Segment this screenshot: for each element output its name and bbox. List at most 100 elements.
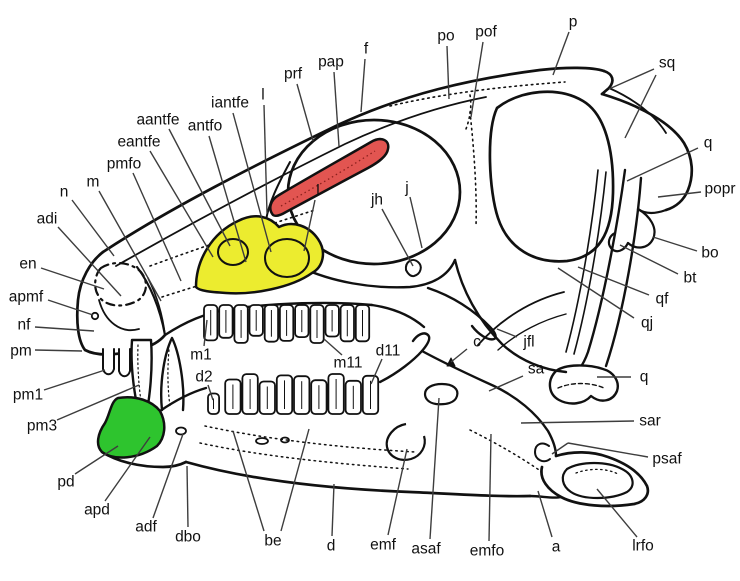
anatomy-label-a: a bbox=[552, 539, 561, 556]
leader-line-qf bbox=[577, 266, 650, 296]
jugal-to-quadrate-bar bbox=[453, 258, 568, 374]
dentary-caniniform-shading bbox=[167, 349, 171, 407]
anatomy-label-iantfe: iantfe bbox=[211, 95, 249, 112]
dentary-foramen-1 bbox=[255, 437, 269, 445]
jugal-horn bbox=[404, 259, 422, 278]
postorbital-suture bbox=[469, 111, 477, 227]
anatomy-label-c: c bbox=[473, 334, 481, 351]
anatomy-label-apmf: apmf bbox=[9, 289, 44, 306]
anatomy-label-pd: pd bbox=[57, 474, 74, 491]
anatomy-label-m: m bbox=[87, 174, 100, 191]
anatomy-label-d11: d11 bbox=[376, 343, 401, 360]
leader-line-l bbox=[303, 199, 316, 252]
anatomy-label-qj: qj bbox=[641, 315, 653, 332]
anatomy-label-en: en bbox=[19, 256, 36, 273]
dentary-texture-dotted-1 bbox=[204, 425, 416, 453]
leader-line-emfo bbox=[488, 433, 492, 542]
anatomy-label-adf: adf bbox=[135, 519, 157, 536]
leader-line-sq bbox=[608, 68, 655, 90]
anatomy-label-p: p bbox=[569, 14, 578, 31]
leader-line-bo bbox=[652, 236, 698, 252]
leader-line-m1 bbox=[203, 319, 208, 347]
angular-connect bbox=[528, 494, 563, 499]
anatomy-label-d2: d2 bbox=[195, 369, 212, 386]
lrfo-fossa bbox=[561, 461, 634, 500]
leader-line-be bbox=[232, 430, 265, 532]
angular-texture-dotted bbox=[469, 429, 543, 473]
leader-line-pm3 bbox=[56, 384, 140, 421]
leader-line-en bbox=[40, 267, 105, 290]
anatomy-label-lrfo: lrfo bbox=[632, 538, 654, 555]
anatomy-label-eantfe: eantfe bbox=[117, 134, 160, 151]
quadratojugal-strip-2 bbox=[573, 171, 607, 355]
anatomy-label-l: l bbox=[316, 183, 319, 200]
leader-line-d11 bbox=[370, 358, 383, 385]
adf-foramen bbox=[175, 426, 187, 436]
anatomy-label-emf: emf bbox=[370, 537, 397, 554]
leader-line-apd bbox=[104, 436, 151, 502]
leader-line-j bbox=[409, 196, 423, 249]
anatomy-label-antfo: antfo bbox=[188, 118, 222, 135]
leader-line-m11 bbox=[323, 338, 343, 356]
leader-line-lrfo bbox=[596, 488, 638, 538]
leader-line-adf bbox=[152, 433, 184, 519]
leader-line-iantfe bbox=[232, 112, 272, 253]
anatomy-label-pm1: pm1 bbox=[13, 387, 43, 404]
anatomy-label-m11: m11 bbox=[333, 355, 362, 372]
dentary-top-front bbox=[158, 386, 208, 413]
emf-fossa bbox=[385, 422, 426, 461]
leader-line-f bbox=[360, 58, 366, 113]
leader-line-d bbox=[331, 483, 335, 537]
dentary-caniniform bbox=[160, 336, 185, 412]
teeth-layer bbox=[203, 304, 380, 415]
lrfo-inner-dotted bbox=[575, 468, 619, 475]
leader-line-qj bbox=[557, 267, 635, 319]
jugal-under-orbit bbox=[298, 258, 457, 289]
anatomy-label-q: q bbox=[704, 135, 713, 152]
anatomy-label-nf: nf bbox=[18, 317, 32, 334]
anatomy-label-be: be bbox=[264, 533, 281, 550]
leader-line-eantfe bbox=[149, 150, 214, 258]
anatomy-label-l: l bbox=[261, 87, 264, 104]
predentary-green bbox=[96, 396, 166, 459]
maxilla-jugal-junction bbox=[370, 303, 426, 329]
leader-line-p bbox=[552, 31, 570, 76]
roof-suture-dotted bbox=[389, 81, 566, 107]
anatomy-label-pof: pof bbox=[475, 24, 497, 41]
anatomy-label-pap: pap bbox=[318, 54, 344, 71]
apmf-foramen bbox=[90, 311, 100, 321]
palpebral-red bbox=[269, 137, 390, 218]
anatomy-label-jfl: jfl bbox=[522, 334, 534, 351]
postfrontal-suture-dotted bbox=[465, 94, 472, 130]
anatomy-label-q: q bbox=[640, 369, 649, 386]
leader-line-a bbox=[537, 490, 553, 538]
premax-tooth-2 bbox=[118, 348, 131, 378]
leader-line-popr bbox=[657, 191, 702, 198]
leader-line-jfl bbox=[496, 328, 518, 338]
jugal-flange bbox=[426, 286, 497, 341]
leader-line-antfo bbox=[208, 135, 247, 263]
dentary-foramen-2 bbox=[280, 436, 290, 444]
anatomy-label-pmfo: pmfo bbox=[107, 156, 141, 173]
anatomy-label-emfo: emfo bbox=[470, 543, 504, 560]
leader-line-aantfe bbox=[168, 128, 231, 247]
basal-tubera-knob bbox=[607, 231, 630, 253]
lacrimal-front-bar bbox=[265, 161, 291, 221]
skull-roof-outline bbox=[101, 66, 606, 254]
anatomy-label-bo: bo bbox=[701, 245, 718, 262]
psaf-notch bbox=[534, 442, 551, 463]
lateral-temporal-fenestra bbox=[488, 90, 615, 263]
leader-line-sa bbox=[488, 375, 524, 392]
anatomy-label-asaf: asaf bbox=[411, 541, 441, 558]
anatomy-label-d: d bbox=[327, 538, 336, 555]
leader-line-bt bbox=[619, 244, 679, 275]
leader-line-dbo bbox=[186, 465, 189, 528]
anatomy-label-sa: sa bbox=[528, 361, 545, 378]
dentary-texture-dotted-2 bbox=[199, 442, 409, 470]
anatomy-label-f: f bbox=[364, 41, 369, 58]
anatomy-label-pm: pm bbox=[10, 343, 32, 360]
anatomy-label-jh: jh bbox=[370, 192, 383, 209]
leader-line-l bbox=[263, 104, 268, 214]
anatomy-label-pm3: pm3 bbox=[27, 418, 57, 435]
retroarticular-outline bbox=[540, 451, 650, 508]
